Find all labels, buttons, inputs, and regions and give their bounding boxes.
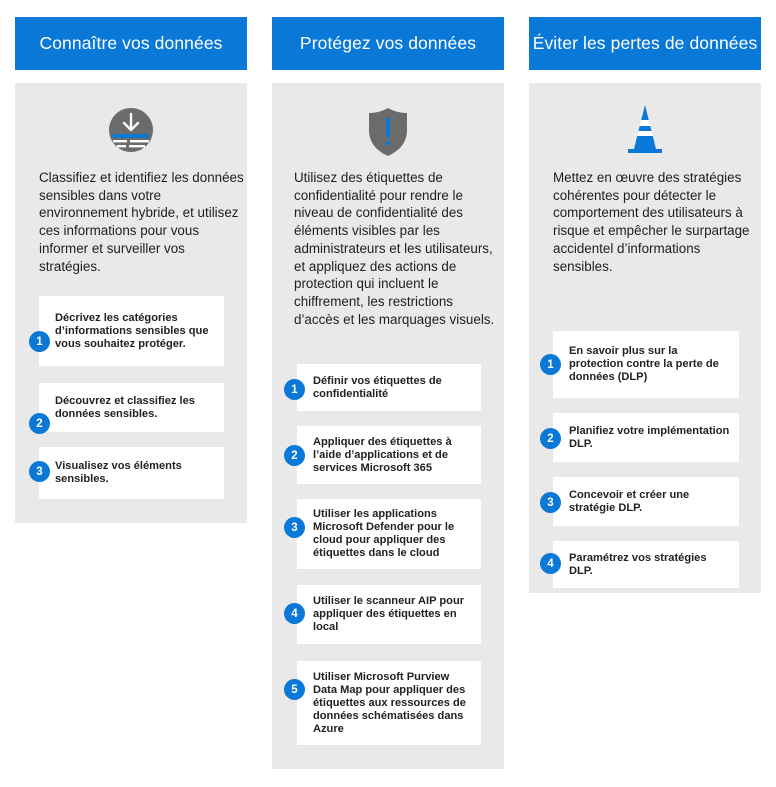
download-classify-icon	[107, 106, 155, 159]
step-number-badge: 3	[540, 492, 561, 513]
step-number-badge: 1	[540, 354, 561, 375]
step-number-badge: 4	[284, 603, 305, 624]
step-text: Visualisez vos éléments sensibles.	[55, 460, 182, 485]
step-item[interactable]: Concevoir et créer une stratégie DLP.	[553, 477, 739, 526]
step-text: Appliquer des étiquettes à l’aide d’appl…	[313, 435, 452, 474]
step-item[interactable]: Utiliser le scanneur AIP pour appliquer …	[297, 585, 481, 644]
column-panel: Mettez en œuvre des stratégies cohérente…	[529, 83, 761, 593]
step-number-badge: 3	[284, 517, 305, 538]
column-description: Classifiez et identifiez les données sen…	[39, 170, 244, 274]
step-text: Planifiez votre implémentation DLP.	[569, 424, 730, 450]
step-item[interactable]: Appliquer des étiquettes à l’aide d’appl…	[297, 426, 481, 484]
step-text: Concevoir et créer une stratégie DLP.	[569, 488, 690, 514]
step-number-badge: 3	[29, 461, 50, 482]
step-number-badge: 2	[284, 445, 305, 466]
step-text: Utiliser le scanneur AIP pour appliquer …	[313, 595, 465, 633]
step-number-badge: 1	[29, 331, 50, 352]
step-number-badge: 1	[284, 379, 305, 400]
step-text: Paramétrez vos stratégies DLP.	[569, 551, 707, 577]
step-item[interactable]: Définir vos étiquettes de confidentialit…	[297, 364, 481, 411]
step-number-badge: 2	[540, 428, 561, 449]
step-text: Utiliser Microsoft Purview Data Map pour…	[313, 670, 466, 735]
step-item[interactable]: Paramétrez vos stratégies DLP.	[553, 541, 739, 588]
step-item[interactable]: En savoir plus sur la protection contre …	[553, 331, 739, 398]
step-item[interactable]: Utiliser Microsoft Purview Data Map pour…	[297, 661, 481, 745]
step-number-badge: 4	[540, 553, 561, 574]
step-text: Décrivez les catégories d’informations s…	[55, 311, 209, 350]
column-header: Protégez vos données	[272, 17, 504, 70]
step-text: En savoir plus sur la protection contre …	[569, 345, 719, 383]
step-number-badge: 2	[29, 413, 50, 434]
step-item[interactable]: Découvrez et classifiez les données sens…	[39, 383, 224, 432]
step-item[interactable]: Décrivez les catégories d’informations s…	[39, 296, 224, 366]
step-item[interactable]: Planifiez votre implémentation DLP.	[553, 413, 739, 462]
column-panel: Classifiez et identifiez les données sen…	[15, 83, 247, 523]
column-prevent-data-loss: Éviter les pertes de données Mettez en œ…	[529, 17, 761, 593]
traffic-cone-icon	[625, 103, 665, 160]
step-item[interactable]: Visualisez vos éléments sensibles.	[39, 447, 224, 499]
column-know-your-data: Connaître vos données Classifiez et iden…	[15, 17, 247, 523]
step-text: Utiliser les applications Microsoft Defe…	[313, 508, 455, 559]
step-item[interactable]: Utiliser les applications Microsoft Defe…	[297, 499, 481, 569]
step-text: Découvrez et classifiez les données sens…	[55, 394, 195, 420]
column-panel: Utilisez des étiquettes de confidentiali…	[272, 83, 504, 769]
column-protect-your-data: Protégez vos données Utilisez des étique…	[272, 17, 504, 769]
column-header: Connaître vos données	[15, 17, 247, 70]
column-description: Utilisez des étiquettes de confidentiali…	[294, 170, 495, 327]
column-description: Mettez en œuvre des stratégies cohérente…	[553, 170, 750, 274]
step-number-badge: 5	[284, 679, 305, 700]
step-text: Définir vos étiquettes de confidentialit…	[313, 374, 442, 400]
shield-exclamation-icon	[366, 106, 410, 163]
column-header: Éviter les pertes de données	[529, 17, 761, 70]
